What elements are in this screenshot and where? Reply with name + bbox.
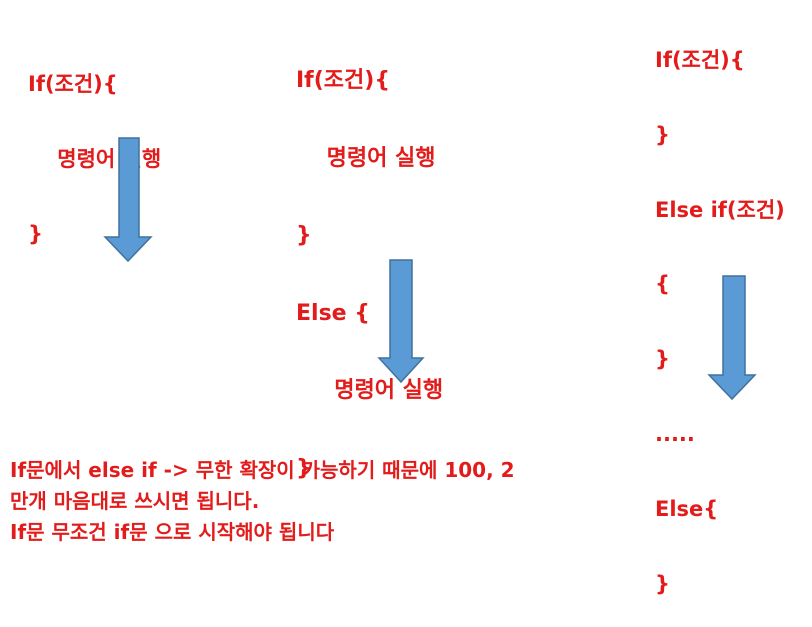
down-arrow-shape — [103, 137, 153, 263]
note-line: 만개 마음대로 쓰시면 됩니다. — [10, 489, 260, 513]
down-arrow-icon — [103, 137, 153, 263]
code-line: 명령어 실행 — [296, 145, 436, 171]
code-block-if-else: If(조건){ 명령어 실행 } Else { 명령어 실행 } — [296, 26, 443, 513]
code-line: 명령어 실행 — [296, 378, 444, 403]
code-block-if-elseif-else: If(조건){ } Else if(조건) { } ..... Else{ } — [655, 8, 785, 627]
down-arrow-shape — [707, 275, 757, 401]
down-arrow-icon — [377, 259, 425, 384]
code-line: } — [655, 347, 670, 372]
code-line: } — [655, 122, 670, 147]
down-arrow-shape — [377, 259, 425, 384]
code-line: If(조건){ — [655, 48, 745, 72]
note-line: If문 무조건 if문 으로 시작해야 됩니다 — [10, 520, 335, 544]
code-line: Else{ — [655, 496, 719, 521]
code-line: } — [28, 222, 43, 246]
down-arrow-icon — [707, 275, 757, 401]
explanation-note: If문에서 else if -> 무한 확장이 가능하기 때문에 100, 2 … — [10, 460, 515, 553]
code-line: } — [296, 455, 312, 481]
code-line: { — [655, 272, 670, 297]
note-line: If문에서 else if -> 무한 확장이 가능하기 때문에 100, 2 — [10, 458, 515, 482]
code-line: } — [655, 571, 670, 596]
code-line: Else { — [296, 300, 370, 326]
code-line: If(조건){ — [28, 72, 118, 96]
code-line: If(조건){ — [296, 68, 391, 93]
code-line: } — [296, 223, 312, 248]
code-line: Else if(조건) — [655, 197, 785, 222]
code-line: ..... — [655, 421, 695, 446]
